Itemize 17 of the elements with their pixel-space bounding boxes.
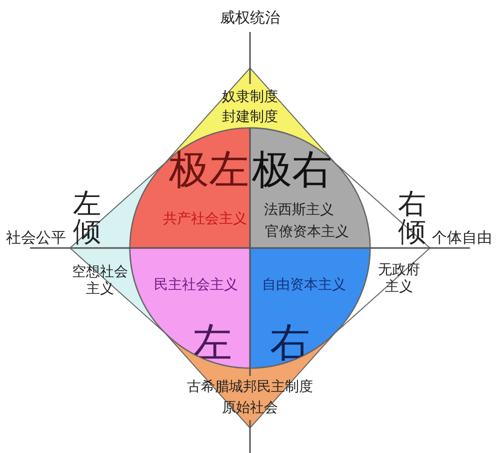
region-label: 民主社会主义 bbox=[154, 276, 238, 294]
region-label: 法西斯主义 bbox=[264, 202, 334, 218]
region-label: 共产社会主义 bbox=[163, 210, 247, 228]
quadrant-heading: 右 bbox=[270, 320, 310, 366]
region-label: 空想社会主义 bbox=[71, 264, 129, 298]
axis-label: 社会公平 bbox=[6, 229, 66, 247]
region-label: 封建制度 bbox=[222, 108, 278, 126]
region-label: 古希腊城邦民主制度 bbox=[187, 378, 313, 396]
region-label: 官僚资本主义 bbox=[265, 224, 349, 240]
axis-label: 威权统治 bbox=[220, 9, 280, 27]
axis-label: 个体自由 bbox=[432, 229, 492, 247]
region-label: 无政府主义 bbox=[377, 262, 421, 296]
quadrant-heading: 左 bbox=[192, 320, 232, 366]
quadrant-heading: 极右 bbox=[252, 147, 332, 193]
region-label: 自由资本主义 bbox=[262, 276, 346, 294]
quadrant-heading: 极左 bbox=[169, 147, 249, 193]
region-label: 奴隶制度 bbox=[222, 88, 278, 106]
